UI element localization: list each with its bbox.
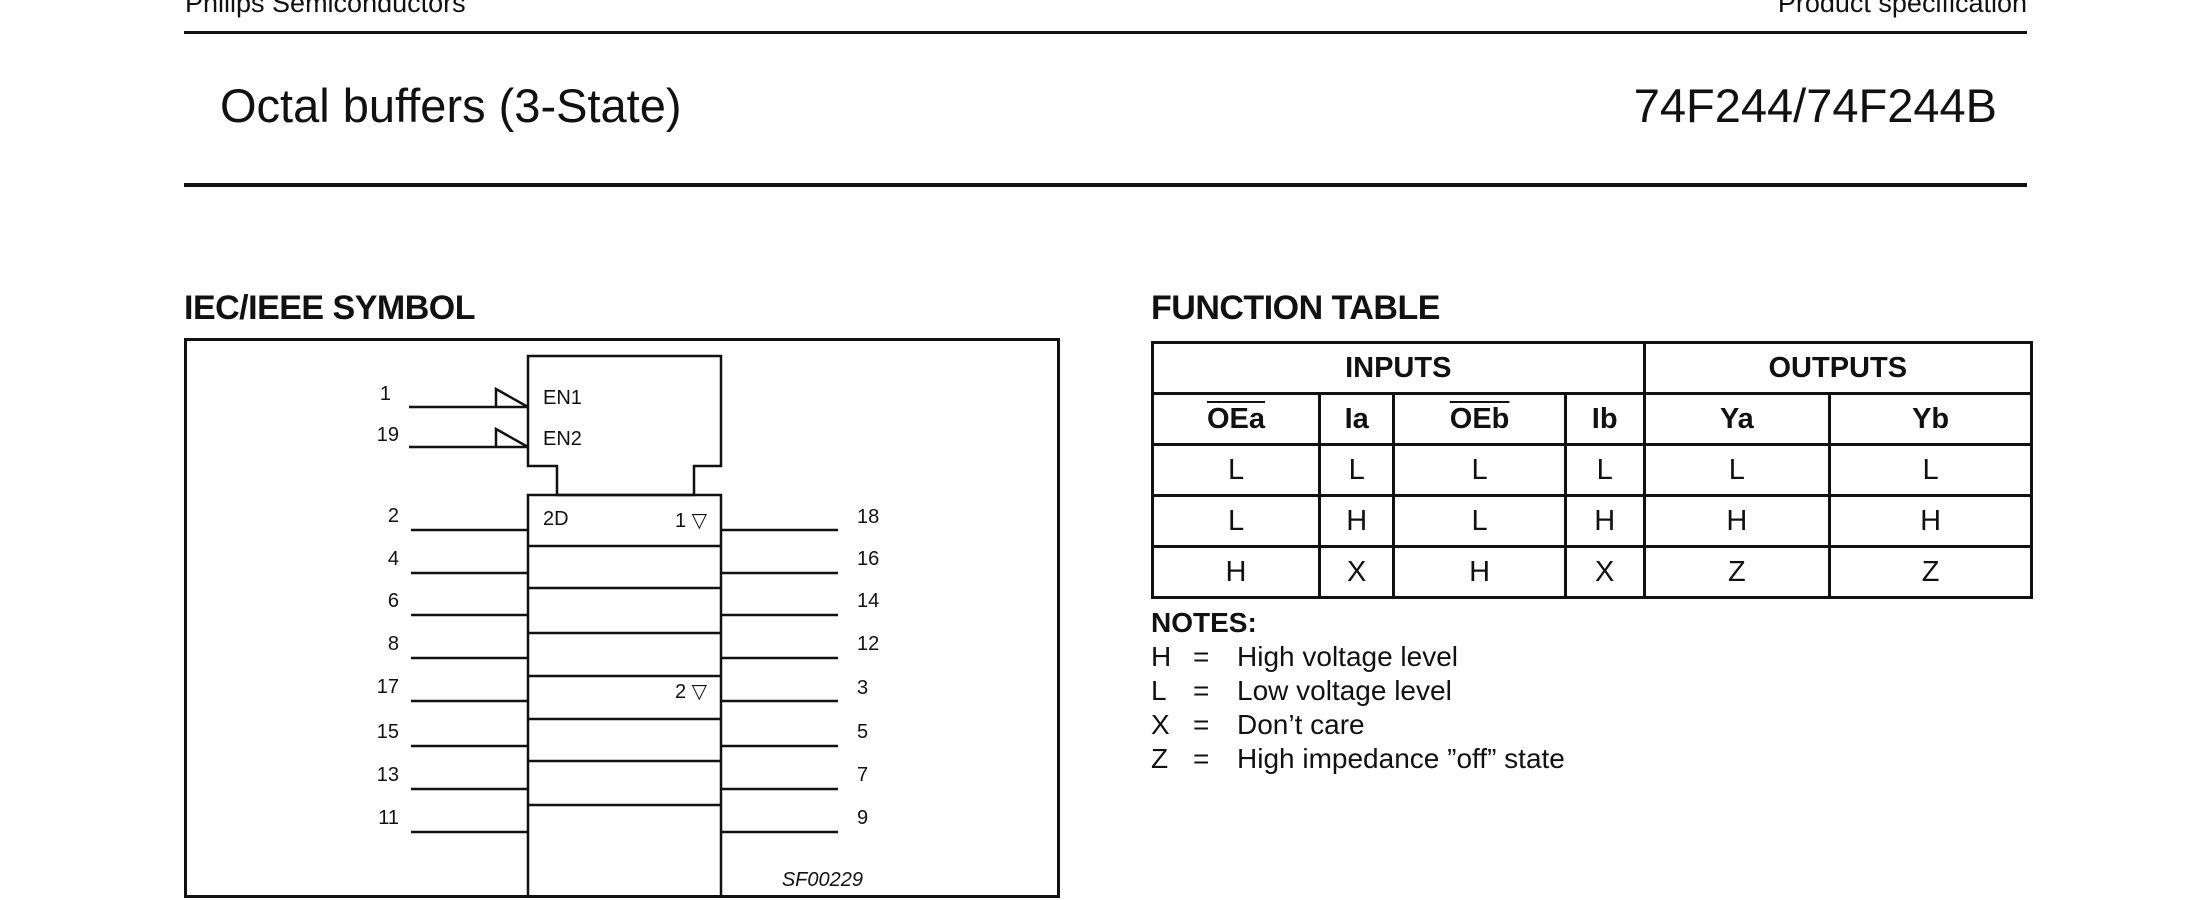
data-label: 2D (543, 508, 569, 530)
note-text: Don’t care (1237, 709, 1365, 740)
note-text: Low voltage level (1237, 675, 1452, 706)
table-cell: H (1642, 494, 1832, 548)
notes-heading: NOTES: (1151, 607, 1257, 638)
output-pin: 16 (857, 548, 879, 570)
column-header-label: OEa (1206, 402, 1266, 435)
table-cell: X (1318, 545, 1396, 599)
table-cell: Z (1828, 545, 2033, 599)
note-key: Z (1151, 743, 1169, 774)
note-text: High voltage level (1237, 641, 1459, 672)
input-pin: 8 (388, 633, 399, 655)
table-cell: L (1563, 443, 1646, 497)
title-rule (184, 183, 2027, 187)
table-group-header-row: INPUTS OUTPUTS (1151, 341, 2034, 395)
input-pin: 6 (388, 590, 399, 612)
function-table: INPUTS OUTPUTS OEa Ia OEb Ib Ya Yb L L L… (1150, 341, 2034, 599)
input-pin: 11 (378, 807, 399, 829)
output-pin: 7 (857, 764, 868, 786)
notes-block: NOTES: H = High voltage level L = Low vo… (1151, 606, 1565, 776)
input-pin: 13 (377, 764, 399, 786)
table-cell: Z (1642, 545, 1832, 599)
column-header: Yb (1828, 392, 2033, 446)
column-header: OEb (1392, 392, 1567, 446)
control-block (526, 354, 723, 497)
note-text: High impedance ”off” state (1237, 743, 1565, 774)
table-row: L L L L L L (1150, 443, 2033, 497)
figure-code: SF00229 (782, 869, 863, 891)
note-equals: = (1193, 709, 1210, 740)
buffer-block (526, 493, 723, 900)
table-cell: H (1392, 545, 1567, 599)
table-cell: H (1150, 545, 1322, 599)
column-header: Ya (1642, 392, 1832, 446)
table-cell: H (1563, 494, 1646, 548)
input-pin: 4 (388, 548, 399, 570)
table-cell: X (1563, 545, 1646, 599)
input-pin: 17 (377, 676, 399, 698)
column-header-label: OEb (1449, 402, 1510, 435)
output-pin: 9 (857, 807, 868, 829)
note-item: L = Low voltage level (1151, 674, 1565, 708)
table-cell: L (1642, 443, 1832, 497)
document-type: Product specification (1777, 0, 2027, 18)
note-equals: = (1193, 641, 1210, 672)
table-cell: L (1318, 443, 1396, 497)
output-pin: 12 (857, 633, 879, 655)
table-cell: L (1828, 443, 2033, 497)
column-header: Ia (1318, 392, 1396, 446)
output-mark-2: 2 ▽ (675, 681, 708, 703)
document-title: Octal buffers (3-State) (220, 79, 682, 132)
company-name: Philips Semiconductors (185, 0, 466, 18)
column-header: Ib (1563, 392, 1646, 446)
note-item: H = High voltage level (1151, 640, 1565, 674)
table-cell: L (1392, 443, 1567, 497)
note-key: X (1151, 709, 1170, 740)
table-cell: H (1318, 494, 1396, 548)
en2-label: EN2 (543, 428, 582, 450)
note-key: H (1151, 641, 1172, 672)
en1-label: EN1 (543, 387, 582, 409)
column-header: OEa (1150, 392, 1322, 446)
table-cell: L (1150, 494, 1322, 548)
note-item: Z = High impedance ”off” state (1151, 742, 1565, 776)
table-row: L H L H H H (1150, 494, 2033, 548)
input-pin: 2 (388, 505, 399, 527)
table-cell: L (1150, 443, 1322, 497)
inputs-group-header: INPUTS (1151, 341, 1646, 395)
iec-symbol-heading: IEC/IEEE SYMBOL (184, 289, 476, 327)
table-row: H X H X Z Z (1150, 545, 2033, 599)
pin-19: 19 (377, 424, 399, 446)
outputs-group-header: OUTPUTS (1642, 341, 2034, 395)
input-pin: 15 (377, 721, 399, 743)
note-key: L (1151, 675, 1167, 706)
note-equals: = (1193, 675, 1210, 706)
iec-symbol-frame: 1 19 EN1 EN2 2D 1 ▽ 2 ▽ 2 4 6 8 17 15 13… (184, 338, 1060, 900)
output-pin: 14 (857, 590, 879, 612)
iec-symbol-diagram: 1 19 EN1 EN2 2D 1 ▽ 2 ▽ 2 4 6 8 17 15 13… (377, 354, 879, 900)
output-mark-1: 1 ▽ (675, 510, 708, 532)
output-pin: 5 (857, 721, 868, 743)
output-pin: 3 (857, 677, 868, 699)
output-pin: 18 (857, 506, 879, 528)
table-cell: L (1392, 494, 1567, 548)
header-rule (184, 31, 2027, 34)
table-column-header-row: OEa Ia OEb Ib Ya Yb (1150, 392, 2033, 446)
pin-1: 1 (380, 383, 391, 405)
note-item: X = Don’t care (1151, 708, 1565, 742)
table-cell: H (1828, 494, 2033, 548)
part-number: 74F244/74F244B (1633, 79, 1997, 132)
note-equals: = (1193, 743, 1210, 774)
function-table-heading: FUNCTION TABLE (1151, 289, 1440, 327)
